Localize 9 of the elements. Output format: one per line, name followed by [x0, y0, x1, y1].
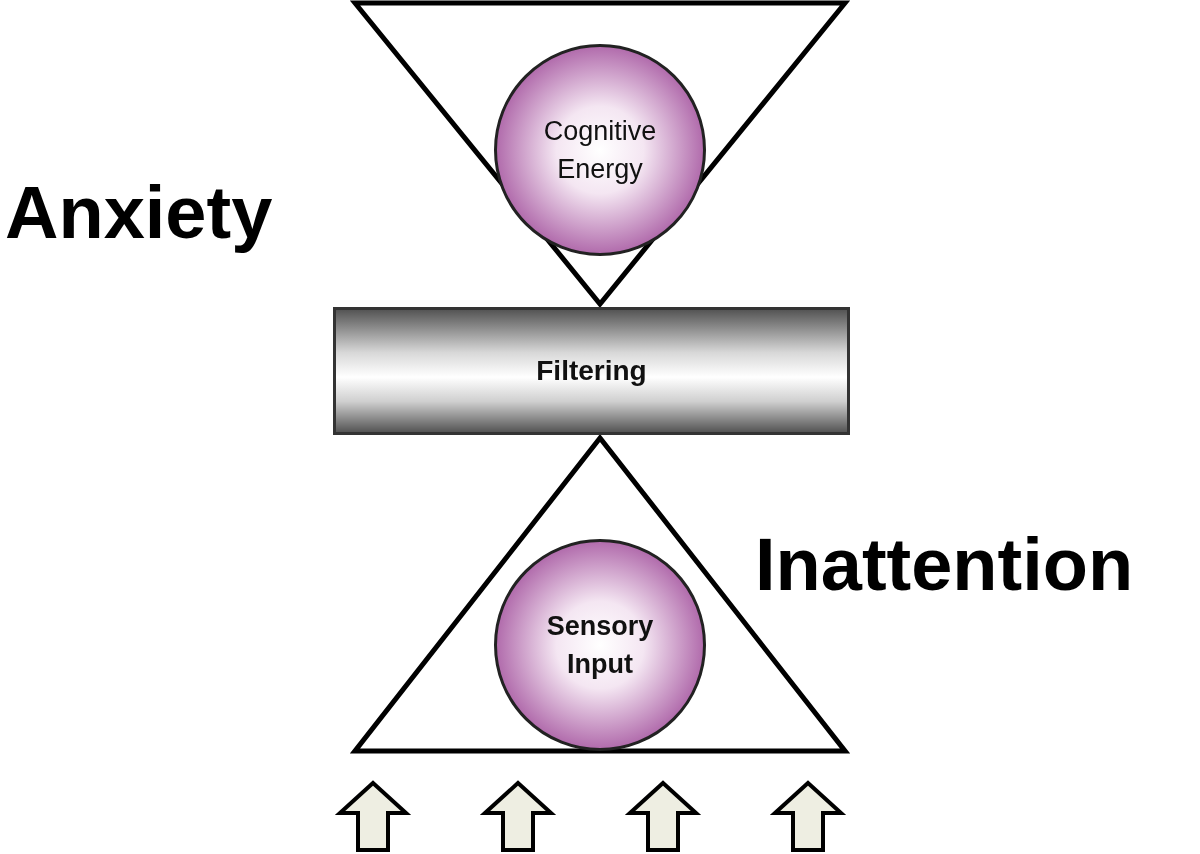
- input-arrow: [624, 780, 702, 852]
- input-arrow: [769, 780, 847, 852]
- input-arrow: [479, 780, 557, 852]
- filter-bar: [333, 307, 850, 435]
- circle-label: Sensory Input: [545, 610, 655, 681]
- side-label: Inattention: [755, 528, 1134, 602]
- bar-label: Filtering: [536, 354, 647, 388]
- input-arrow: [334, 780, 412, 852]
- circle-label: Cognitive Energy: [542, 115, 658, 186]
